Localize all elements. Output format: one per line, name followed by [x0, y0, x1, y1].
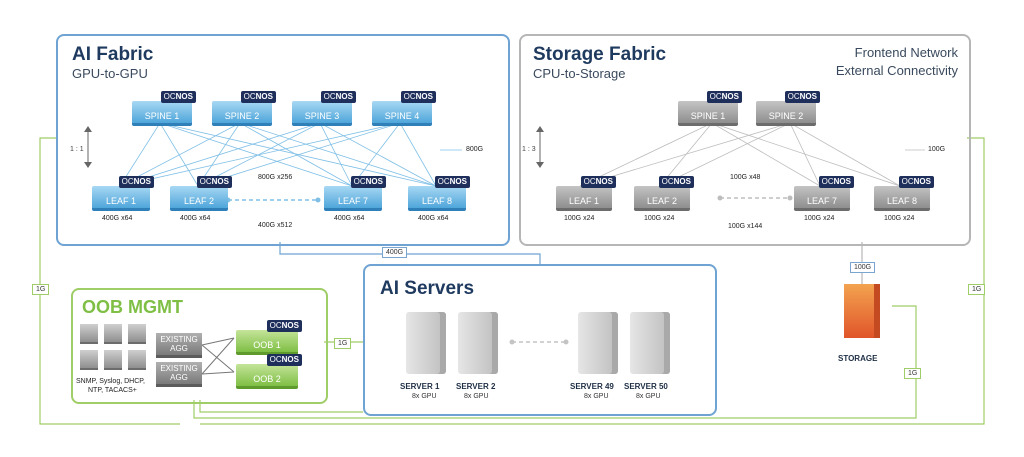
ocnos-badge: OcNOS: [118, 176, 154, 188]
storage-spine-2[interactable]: OcNOSSPINE 2: [756, 91, 820, 123]
server-1-gpu: 8x GPU: [412, 393, 437, 400]
storage-icon: [844, 284, 880, 338]
server-icon: [406, 312, 446, 374]
mgmt-server-icon: [80, 350, 98, 368]
ocnos-badge: OcNOS: [400, 91, 436, 103]
ocnos-badge: OcNOS: [658, 176, 694, 188]
server-49-gpu: 8x GPU: [584, 393, 609, 400]
external-connectivity-label: External Connectivity: [835, 63, 958, 78]
ocnos-badge: OcNOS: [706, 91, 742, 103]
server-50-label: SERVER 50: [624, 382, 668, 391]
ai-spine-3[interactable]: OcNOSSPINE 3: [292, 91, 356, 123]
mgmt-servers-link: 1G: [334, 338, 352, 349]
ai-spine-2[interactable]: OcNOSSPINE 2: [212, 91, 276, 123]
ai-leaf-2-link: 400G x64: [180, 215, 211, 222]
mgmt-left-link: 1G: [32, 284, 50, 295]
server-50-gpu: 8x GPU: [636, 393, 661, 400]
ai-fabric-panel: [56, 34, 510, 246]
ai-fabric-subtitle: GPU-to-GPU: [72, 66, 148, 81]
ai-servers-title: AI Servers: [380, 278, 475, 299]
server-icon: [578, 312, 618, 374]
ai-leaf-8[interactable]: OcNOSLEAF 8: [408, 176, 470, 208]
storage-downlink-total: 100G x144: [728, 223, 763, 230]
ai-leaf-8-link: 400G x64: [418, 215, 449, 222]
storage-leaf-7-link: 100G x24: [804, 215, 835, 222]
storage-leaf-2[interactable]: OcNOSLEAF 2: [634, 176, 694, 208]
mgmt-server-icon: [128, 350, 146, 368]
storage-leaf-1-link: 100G x24: [564, 215, 595, 222]
ai-ratio: 1 : 1: [70, 146, 84, 153]
mgmt-server-icon: [104, 324, 122, 342]
mgmt-right-link: 1G: [968, 284, 986, 295]
storage-to-fabric-link: 100G: [850, 262, 876, 273]
mgmt-storage-link: 1G: [904, 368, 922, 379]
storage-uplink-speed: 100G: [928, 146, 946, 153]
server-1-label: SERVER 1: [400, 382, 440, 391]
ocnos-badge: OcNOS: [350, 176, 386, 188]
oob-switch-2[interactable]: OcNOSOOB 2: [236, 354, 302, 386]
ai-leaf-2[interactable]: OcNOSLEAF 2: [170, 176, 232, 208]
storage-leaf-8-link: 100G x24: [884, 215, 915, 222]
ocnos-badge: OcNOS: [160, 91, 196, 103]
server-2-label: SERVER 2: [456, 382, 496, 391]
frontend-network-label: Frontend Network: [854, 45, 958, 60]
ocnos-badge: OcNOS: [266, 320, 302, 332]
ai-uplink-speed: 800G: [466, 146, 484, 153]
ai-spine-4[interactable]: OcNOSSPINE 4: [372, 91, 436, 123]
storage-leaf-7[interactable]: OcNOSLEAF 7: [794, 176, 854, 208]
ai-leaf-7-link: 400G x64: [334, 215, 365, 222]
ocnos-badge: OcNOS: [266, 354, 302, 366]
ai-servers-panel: [363, 264, 717, 416]
ocnos-badge: OcNOS: [898, 176, 934, 188]
server-49-label: SERVER 49: [570, 382, 614, 391]
existing-agg-2[interactable]: EXISTING AGG: [156, 362, 202, 384]
mgmt-services-line1: SNMP, Syslog, DHCP,: [76, 378, 145, 385]
ai-fabric-title: AI Fabric: [72, 44, 154, 65]
mgmt-server-icon: [80, 324, 98, 342]
storage-label: STORAGE: [838, 354, 878, 363]
server-icon: [458, 312, 498, 374]
storage-ratio: 1 : 3: [522, 146, 536, 153]
oob-mgmt-title: OOB MGMT: [82, 297, 183, 317]
ocnos-badge: OcNOS: [240, 91, 276, 103]
storage-fabric-title: Storage Fabric: [533, 44, 667, 65]
existing-agg-1[interactable]: EXISTING AGG: [156, 333, 202, 355]
storage-leaf-8[interactable]: OcNOSLEAF 8: [874, 176, 934, 208]
ai-leaf-1-link: 400G x64: [102, 215, 133, 222]
ocnos-badge: OcNOS: [434, 176, 470, 188]
ocnos-badge: OcNOS: [320, 91, 356, 103]
ai-downlink-total: 400G x512: [258, 222, 293, 229]
ai-uplink-count: 800G x256: [258, 174, 293, 181]
mgmt-server-icon: [128, 324, 146, 342]
ai-leaf-7[interactable]: OcNOSLEAF 7: [324, 176, 386, 208]
storage-fabric-panel: [519, 34, 971, 246]
ocnos-badge: OcNOS: [196, 176, 232, 188]
ocnos-badge: OcNOS: [580, 176, 616, 188]
oob-switch-1[interactable]: OcNOSOOB 1: [236, 320, 302, 352]
storage-spine-1[interactable]: OcNOSSPINE 1: [678, 91, 742, 123]
server-icon: [630, 312, 670, 374]
mgmt-server-icon: [104, 350, 122, 368]
storage-fabric-subtitle: CPU-to-Storage: [533, 66, 626, 81]
storage-uplink-count: 100G x48: [730, 174, 761, 181]
ocnos-badge: OcNOS: [784, 91, 820, 103]
mgmt-services-line2: NTP, TACACS+: [88, 387, 137, 394]
oob-mgmt-panel: [71, 288, 328, 404]
storage-leaf-2-link: 100G x24: [644, 215, 675, 222]
ai-spine-1[interactable]: OcNOSSPINE 1: [132, 91, 196, 123]
storage-leaf-1[interactable]: OcNOSLEAF 1: [556, 176, 616, 208]
ai-leaf-1[interactable]: OcNOSLEAF 1: [92, 176, 154, 208]
ai-to-servers-link: 400G: [382, 247, 408, 258]
server-2-gpu: 8x GPU: [464, 393, 489, 400]
ocnos-badge: OcNOS: [818, 176, 854, 188]
